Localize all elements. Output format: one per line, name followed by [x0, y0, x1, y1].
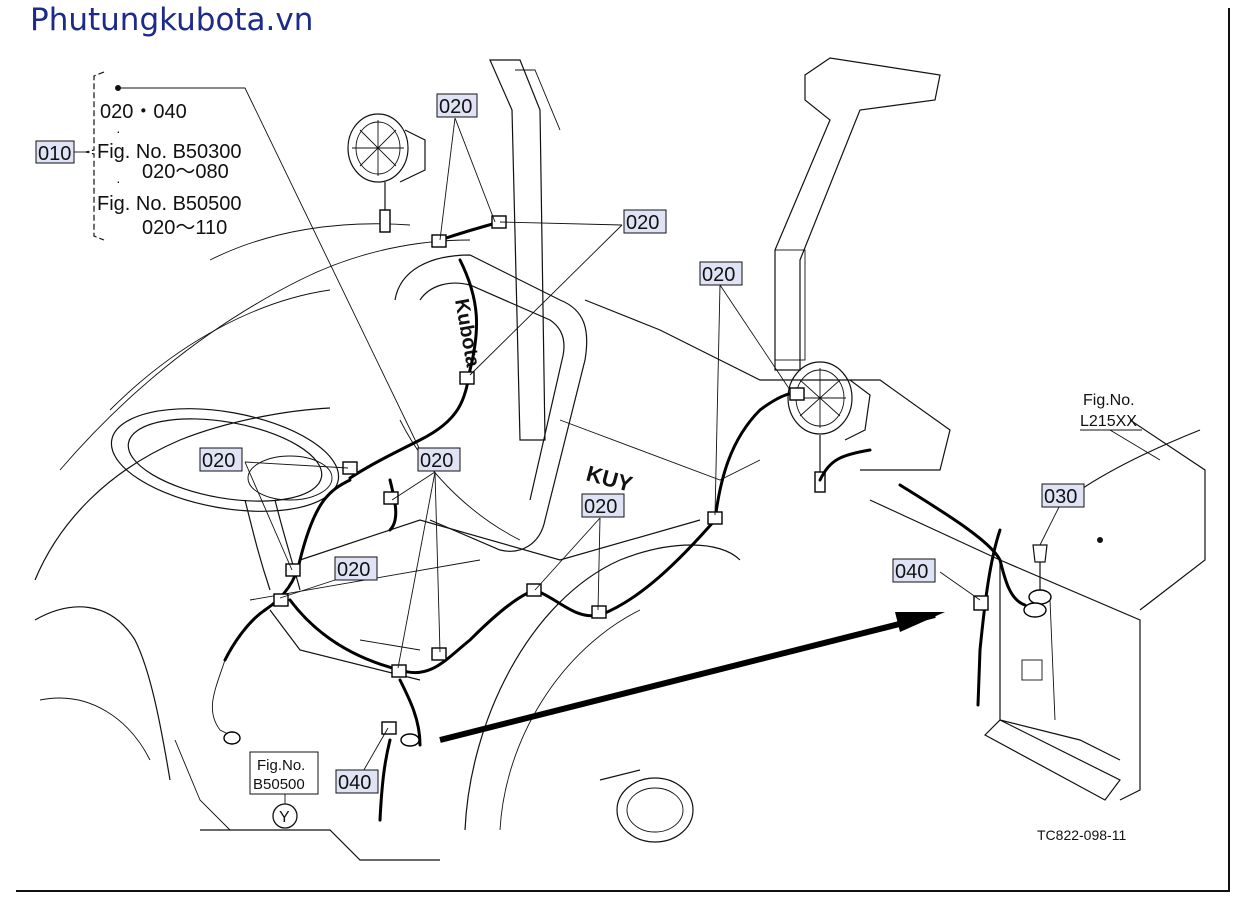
svg-text:020: 020: [439, 96, 472, 118]
callout-040-main: 040: [335, 769, 379, 794]
bracket-callout: 010 020・040 Fig. No. B50300 020～080 Fig.…: [35, 71, 242, 241]
bracket-line-4: Fig. No. B50500: [97, 193, 242, 215]
fig-ref-right-title: Fig.No.: [1083, 392, 1135, 409]
bracket-line-1: 020・040: [100, 101, 187, 123]
svg-text:·: ·: [116, 173, 121, 189]
svg-text:040: 040: [338, 772, 371, 794]
callout-020-lower-left: 020: [334, 556, 378, 581]
callout-030: 030: [1041, 483, 1085, 508]
left-work-lamp: [347, 113, 426, 233]
callout-020-seat-right: 020: [623, 209, 667, 234]
right-work-lamp: [787, 361, 871, 493]
wire-harness: [211, 220, 872, 822]
svg-text:020: 020: [626, 212, 659, 234]
leader-lines: [115, 85, 1161, 808]
fender-panel-text: KUY: [584, 461, 636, 497]
fig-ref-right: Fig.No. L215XX: [1080, 392, 1142, 431]
drawing-frame: [16, 8, 1230, 892]
callout-020-center: 020: [417, 447, 461, 472]
fig-ref-left-code: B50500: [253, 776, 305, 793]
svg-text:020: 020: [584, 496, 617, 518]
bracket-line-3: 020～080: [142, 161, 229, 183]
detail-view-right: [439, 419, 1206, 801]
svg-text:·: ·: [116, 123, 121, 139]
harness-clamps: [273, 215, 805, 747]
seat-brand-text: Kubota: [450, 297, 484, 370]
svg-text:020: 020: [702, 264, 735, 286]
svg-text:030: 030: [1044, 486, 1077, 508]
fig-ref-left: Fig.No. B50500 Y: [249, 751, 319, 829]
site-title: Phutungkubota.vn: [30, 2, 314, 38]
drawing-number: TC822-098-11: [1037, 827, 1126, 843]
callout-020-top: 020: [436, 93, 478, 118]
ref-010-label: 010: [38, 143, 71, 165]
fig-ref-left-mark: Y: [279, 809, 290, 826]
bracket-line-5: 020～110: [142, 217, 227, 239]
svg-text:020: 020: [420, 450, 453, 472]
svg-text:040: 040: [895, 561, 928, 583]
callout-020-steering: 020: [199, 447, 243, 472]
fig-ref-left-title: Fig.No.: [257, 757, 305, 774]
callout-020-fender: 020: [581, 493, 625, 518]
bracket-line-2: Fig. No. B50300: [97, 141, 242, 163]
callout-040-detail: 040: [892, 558, 936, 583]
svg-text:020: 020: [337, 559, 370, 581]
fig-ref-right-code: L215XX: [1080, 413, 1137, 430]
callout-020-rops-right: 020: [699, 261, 743, 286]
svg-text:020: 020: [202, 450, 235, 472]
callout-labels: 020 020 020 020 020 020: [199, 93, 1085, 794]
